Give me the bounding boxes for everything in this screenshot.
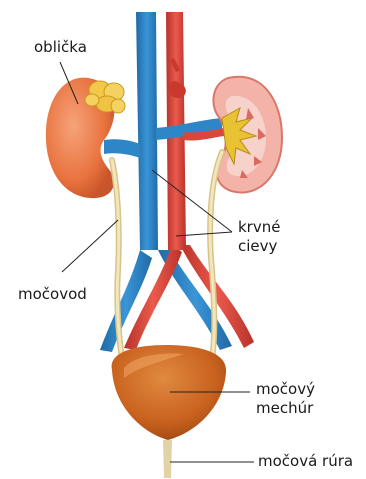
renal-vein-left <box>104 139 140 158</box>
urethra <box>163 440 172 478</box>
label-bladder-line1: močový <box>256 380 315 399</box>
label-vessels: krvné cievy <box>238 218 280 256</box>
label-kidney: oblička <box>34 38 87 57</box>
kidney-right-section <box>213 77 282 193</box>
label-vessels-line2: cievy <box>238 237 280 256</box>
label-urethra: močová rúra <box>258 452 353 471</box>
label-bladder: močový mechúr <box>256 380 315 418</box>
label-ureter: močovod <box>18 285 87 304</box>
label-bladder-line2: mechúr <box>256 399 315 418</box>
leader-ureter <box>62 220 118 272</box>
label-vessels-line1: krvné <box>238 218 280 237</box>
vena-cava <box>136 12 158 250</box>
iliac-vein-left <box>100 250 152 352</box>
